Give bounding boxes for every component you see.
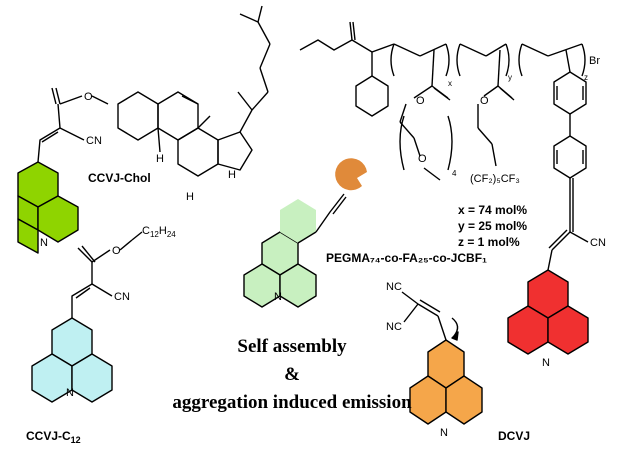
chol-ring-right [37, 195, 79, 243]
nc-dcvj-1: NC [386, 281, 402, 293]
n-dcvj: N [440, 427, 448, 439]
n-c12: N [66, 387, 74, 399]
o-chol: O [84, 91, 93, 103]
label-dcvj: DCVJ [498, 429, 530, 443]
cn-c12: CN [114, 291, 130, 303]
nc-dcvj-2: NC [386, 321, 402, 333]
dcvj-structure [401, 291, 483, 425]
br-end: Br [589, 55, 600, 67]
h-chol-1: H [156, 153, 164, 165]
peg-four: 4 [452, 169, 457, 178]
alkyl-c12h24: C12H24 [142, 225, 176, 239]
h-chol-3: H [186, 191, 194, 203]
ccvj-chol-structure [17, 5, 271, 254]
label-ccvj-c12-sub: 12 [71, 435, 81, 445]
label-ccvj-c12-base: CCVJ-C [26, 429, 71, 443]
z-mol: z = 1 mol% [458, 235, 520, 249]
x-sub: x [448, 79, 452, 88]
fluoro-chain: (CF₂)₅CF₃ [470, 173, 520, 185]
alkyl-24: 24 [167, 230, 176, 239]
alkyl-h: H [159, 225, 167, 237]
ccvj-c12-structure [31, 231, 143, 403]
center-molecule-structure [243, 193, 347, 308]
y-sub: y [508, 73, 512, 82]
label-ccvj-c12: CCVJ-C12 [26, 429, 81, 445]
o-peg: O [418, 153, 427, 165]
polymer-structure [299, 21, 589, 355]
n-poly: N [542, 357, 550, 369]
cn-chol: CN [86, 135, 102, 147]
z-sub: z [584, 73, 588, 82]
h-chol-2: H [228, 169, 236, 181]
y-mol: y = 25 mol% [458, 219, 527, 233]
n-chol: N [40, 237, 48, 249]
o-c12: O [112, 245, 121, 257]
self-assembly-text: Self assembly [237, 336, 347, 357]
alkyl-c: C [142, 225, 150, 237]
aie-text: aggregation induced emission [172, 392, 412, 413]
cn-poly: CN [590, 237, 606, 249]
polymer-name: PEGMA₇₄-co-FA₂₅-co-JCBF₁ [326, 251, 487, 265]
n-center: N [274, 291, 282, 303]
o-pegma: O [416, 95, 425, 107]
alkyl-12: 12 [150, 230, 159, 239]
o-fa: O [480, 95, 489, 107]
label-ccvj-chol: CCVJ-Chol [88, 171, 151, 185]
x-mol: x = 74 mol% [458, 203, 527, 217]
ampersand-text: & [284, 364, 300, 385]
pacman-icon [335, 158, 367, 191]
